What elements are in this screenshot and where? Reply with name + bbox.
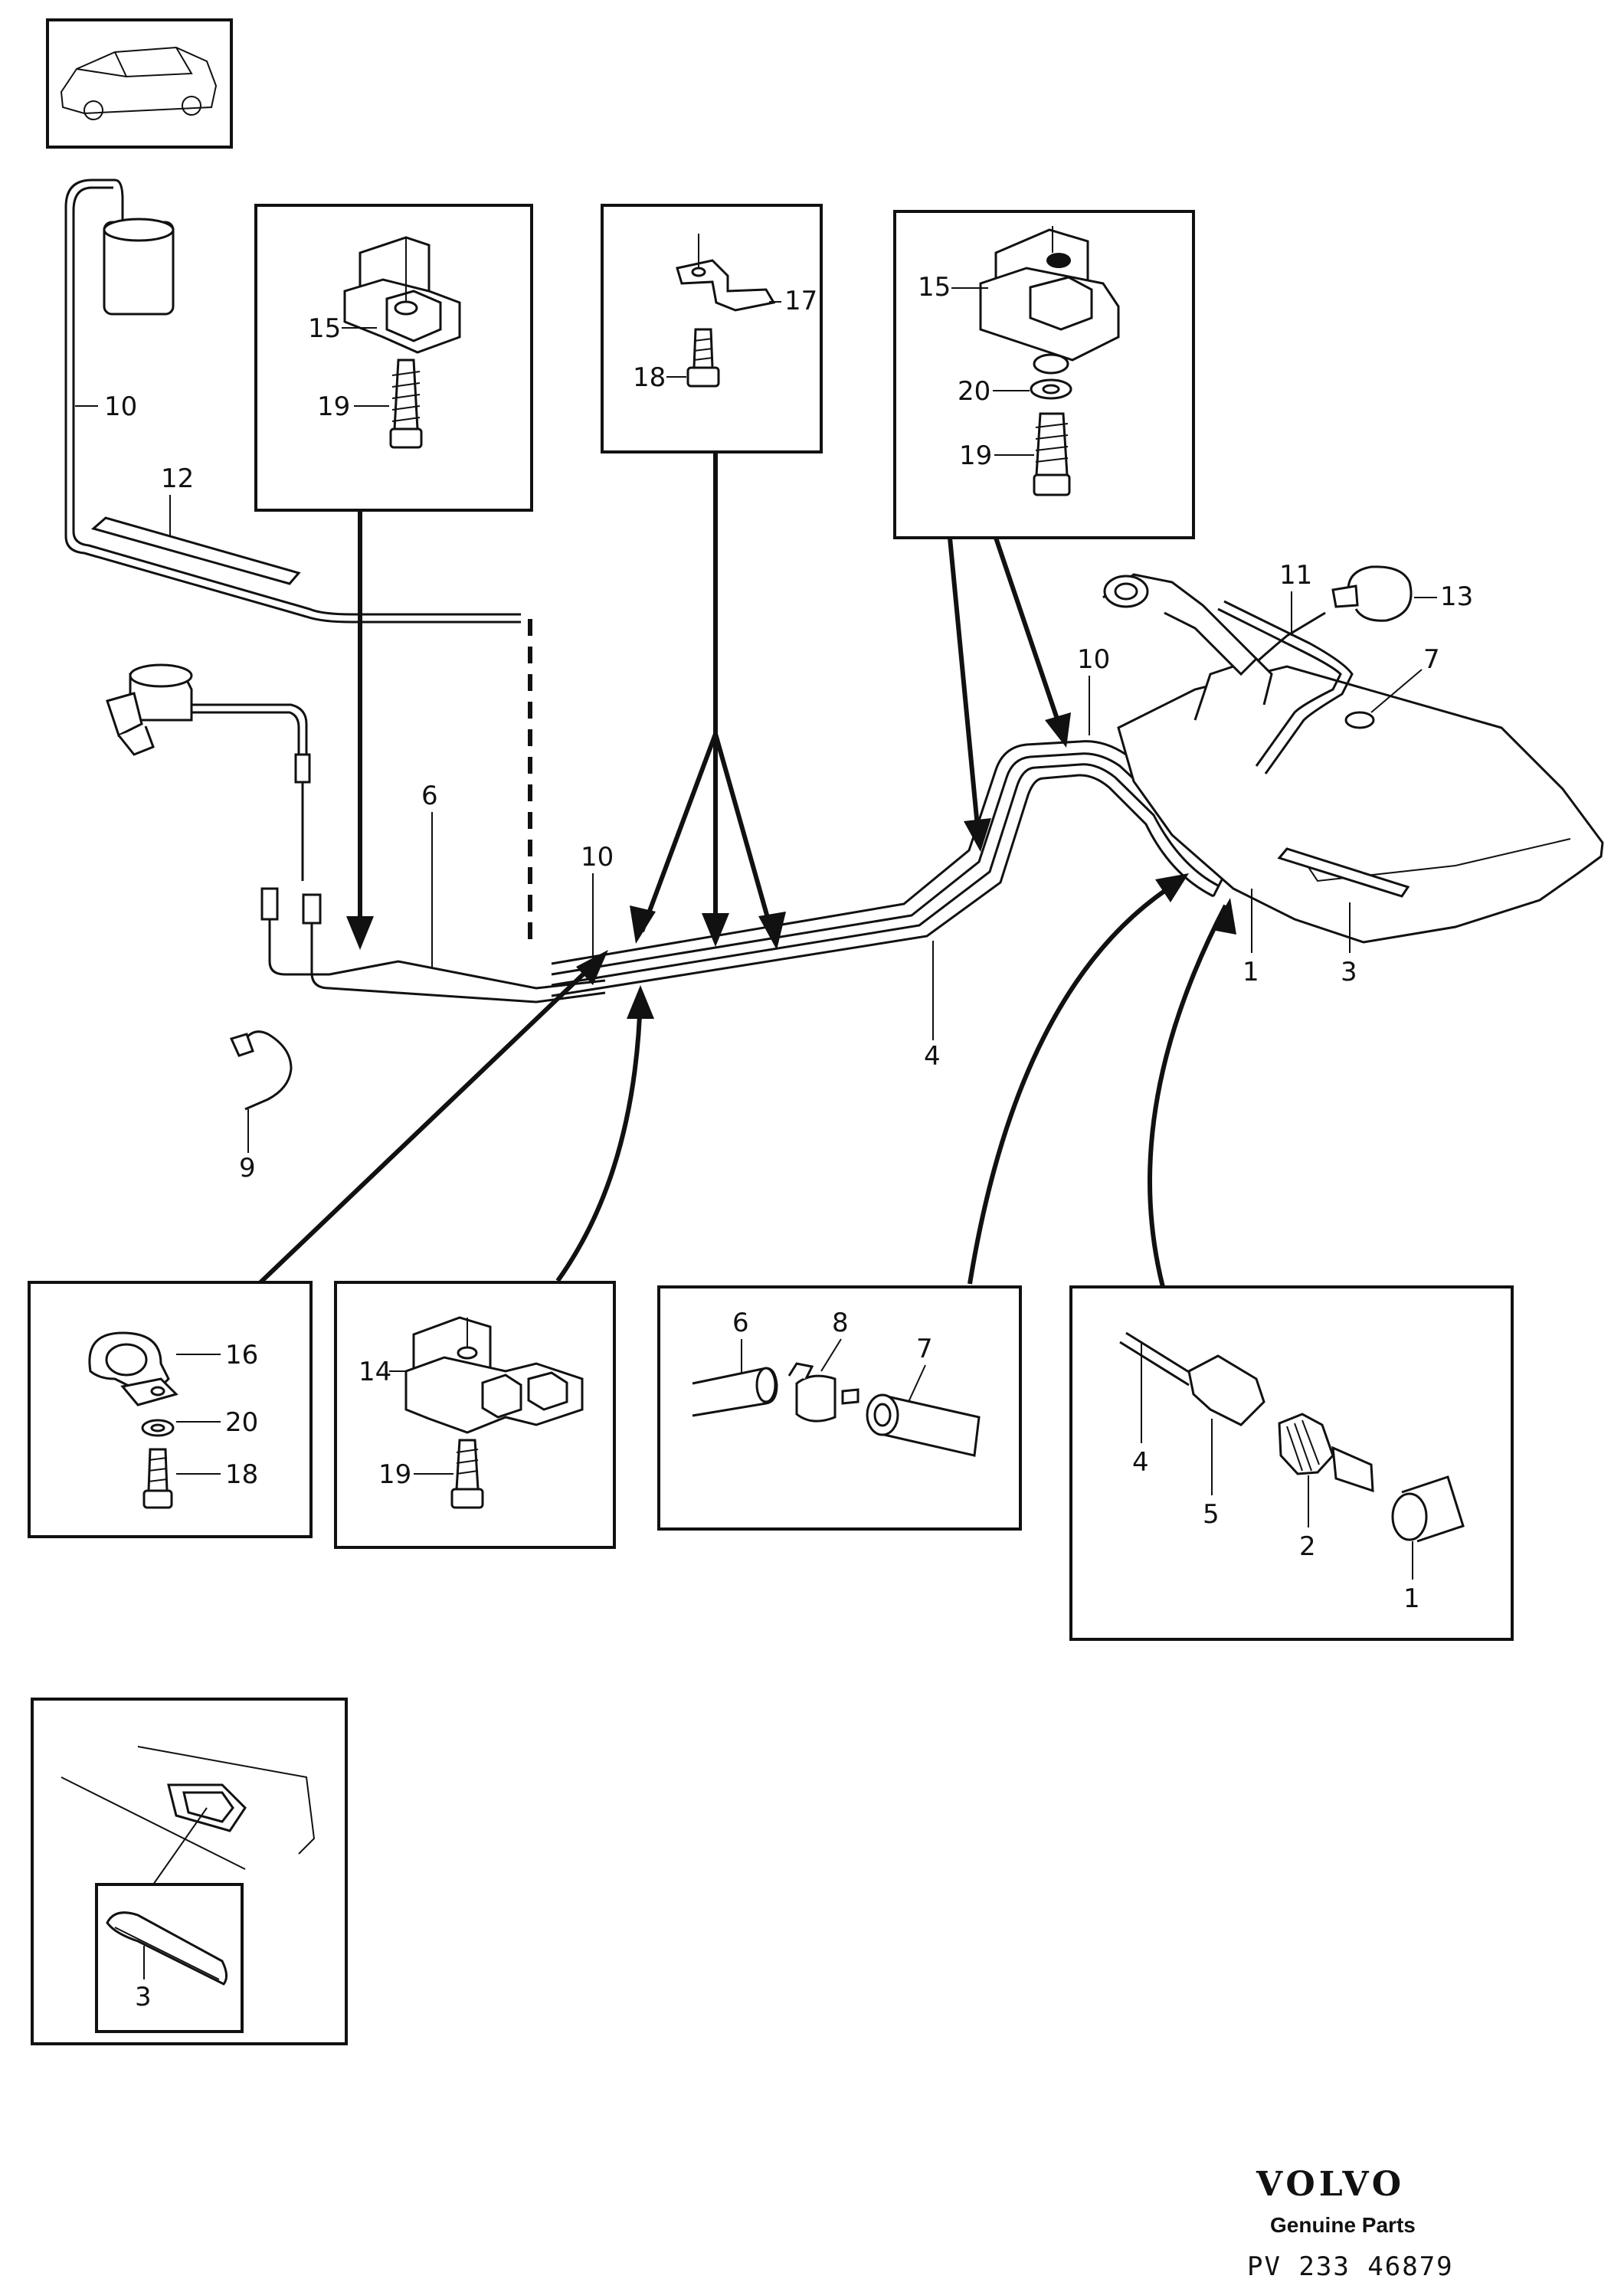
inset7-callout-5: 5 — [1203, 1499, 1220, 1530]
inset-clip-15-washer-20-screw-19 — [893, 210, 1195, 539]
brand-subtitle: Genuine Parts — [1270, 2213, 1416, 2237]
inset-pipe-union-4-5-2-1 — [1069, 1285, 1514, 1641]
callout-11: 11 — [1279, 560, 1312, 591]
inset2-callout-17: 17 — [784, 286, 817, 316]
pointer-arrows-top — [346, 452, 1071, 950]
callout-10-mid: 10 — [581, 842, 614, 873]
inset4-callout-16: 16 — [225, 1340, 258, 1370]
callout-6-main: 6 — [421, 781, 438, 811]
car-thumbnail — [46, 18, 233, 149]
inset4-callout-18: 18 — [225, 1459, 258, 1490]
protective-strip-12 — [90, 516, 301, 585]
callout-13: 13 — [1440, 581, 1473, 612]
inset2-callout-18: 18 — [633, 362, 666, 393]
inset5-callout-14: 14 — [359, 1357, 391, 1387]
callout-1-main: 1 — [1243, 957, 1259, 987]
pressure-regulator — [106, 663, 311, 881]
inset5-callout-19: 19 — [378, 1459, 411, 1490]
inset6-callout-8: 8 — [832, 1308, 849, 1338]
hose-clip-13 — [1331, 565, 1413, 622]
inset-twin-clip-14-screw-19 — [334, 1281, 616, 1549]
inset-clip-15-screw-19 — [254, 204, 533, 512]
inset-clamp-16-washer-20-bolt-18 — [28, 1281, 313, 1538]
brand-wordmark: VOLVO — [1256, 2165, 1405, 2204]
callout-7-main: 7 — [1423, 644, 1440, 675]
volvo-genuine-parts-mark: VOLVO Genuine Parts PV 233 46879 — [1247, 2165, 1454, 2282]
callout-10-top: 10 — [104, 391, 137, 422]
fuel-filter — [64, 178, 521, 624]
callout-3-main: 3 — [1341, 957, 1357, 987]
inset6-callout-6: 6 — [732, 1308, 749, 1338]
inset7-callout-4: 4 — [1132, 1447, 1149, 1478]
pointer-arrows-bottom — [258, 873, 1236, 1288]
callout-10-right: 10 — [1077, 644, 1110, 675]
inset3-callout-19: 19 — [959, 440, 992, 471]
inset-hose-joint-6-8-7 — [657, 1285, 1022, 1531]
callout-12: 12 — [161, 463, 194, 494]
inset3-callout-20: 20 — [958, 376, 990, 407]
inset8-callout-3: 3 — [135, 1982, 152, 2012]
inset1-callout-15: 15 — [308, 313, 341, 344]
diagram-reference-number: PV 233 46879 — [1247, 2251, 1454, 2282]
inset4-callout-20: 20 — [225, 1407, 258, 1438]
inset7-callout-1: 1 — [1403, 1583, 1420, 1614]
inset3-callout-15: 15 — [918, 272, 951, 303]
callout-4-main: 4 — [924, 1041, 941, 1072]
inset1-callout-19: 19 — [317, 391, 350, 422]
fuel-tank — [1102, 573, 1604, 944]
inset-bracket-17-bolt-18 — [601, 204, 823, 453]
inset7-callout-2: 2 — [1299, 1531, 1316, 1562]
clip-9 — [229, 1030, 293, 1111]
inset-grommet-3 — [31, 1698, 348, 2045]
callout-9: 9 — [239, 1153, 256, 1184]
inset6-callout-7: 7 — [916, 1334, 933, 1364]
